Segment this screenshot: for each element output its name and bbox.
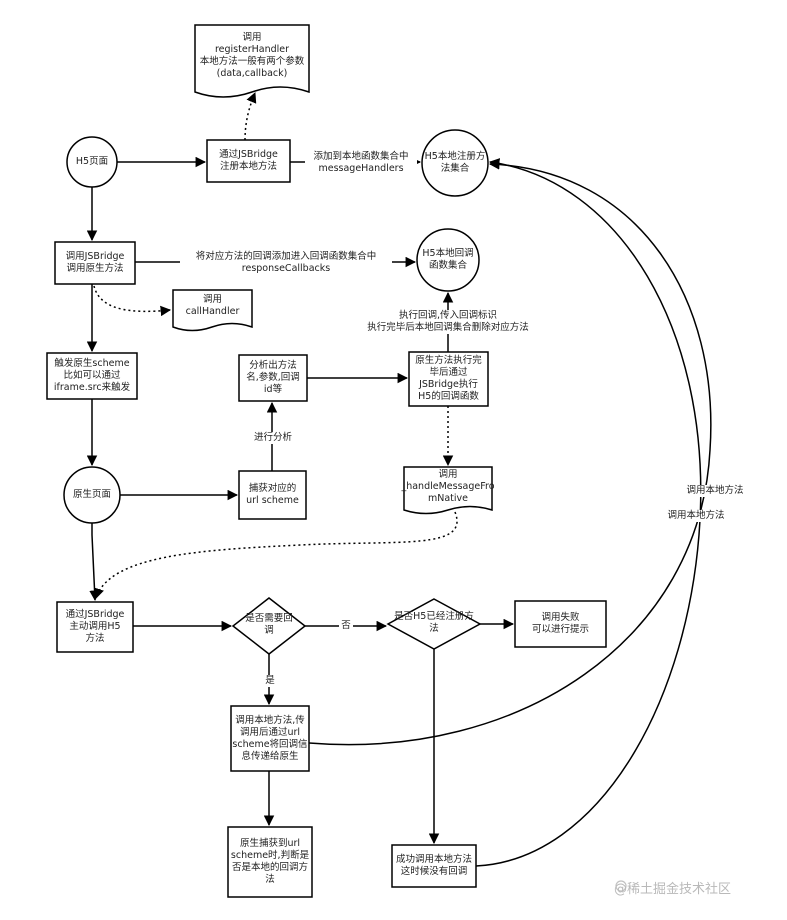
shape-call-failed xyxy=(514,600,607,648)
label-h5-registered-set: H5本地注册方 法集合 xyxy=(424,151,486,174)
edge-label-add-to-handlers: 添加到本地函数集合中 messageHandlers xyxy=(305,151,417,175)
label-native-capture-check: 原生捕获到url scheme时,判断是 否是本地的回调方 法 xyxy=(230,838,310,885)
edge-label-do-analysis: 进行分析 xyxy=(252,432,294,444)
label-capture-scheme: 捕获对应的 url scheme xyxy=(246,483,299,506)
label-doc-callhandler: 调用 callHandler xyxy=(185,294,240,317)
edge-native-page-to-bridge xyxy=(89,523,100,602)
shape-doc-callhandler xyxy=(172,289,253,332)
shape-h5-callback-set xyxy=(416,228,480,292)
label-h5-registered-q: 是否H5已经注册方 法 xyxy=(394,611,474,634)
edge-label-no: 否 xyxy=(339,620,353,632)
label-native-exec: 原生方法执行完 毕后通过 JSBridge执行 H5的回调函数 xyxy=(415,355,482,402)
edge-label-add-to-callbacks: 将对应方法的回调添加进入回调函数集合中 responseCallbacks xyxy=(180,251,392,275)
label-call-local-pass: 调用本地方法,传 调用后通过url scheme将回调信 息传递给原生 xyxy=(232,714,308,762)
watermark-icon xyxy=(615,880,627,892)
shape-h5-registered-set xyxy=(421,129,489,197)
edge-label-yes: 是 xyxy=(263,675,277,687)
label-trigger-scheme: 触发原生scheme 比如可以通过 iframe.src来触发 xyxy=(53,358,131,393)
label-need-callback: 是否需要回 调 xyxy=(245,613,293,636)
label-bridge-call-h5: 通过JSBridge 主动调用H5 方法 xyxy=(65,609,125,644)
shape-bridge-call-h5 xyxy=(56,601,134,653)
edge-doc-to-bridge xyxy=(93,511,458,599)
shape-native-capture-check xyxy=(227,826,313,898)
edge-call-native-to-doc xyxy=(93,285,172,317)
edge-label-call-local-2: 调用本地方法 xyxy=(665,510,727,522)
label-doc-handle-msg: 调用 _handleMessageFro mNative xyxy=(401,469,495,504)
edge-label-exec-callback: 执行回调,传入回调标识 执行完毕后本地回调集合删除对应方法 xyxy=(362,310,534,334)
label-success-no-cb: 成功调用本地方法 这时候没有回调 xyxy=(395,854,472,877)
shape-doc-handle-msg xyxy=(403,466,493,515)
label-call-failed: 调用失败 可以进行提示 xyxy=(531,612,589,635)
shape-register-local xyxy=(206,139,291,183)
shape-call-native xyxy=(54,241,136,285)
label-call-native: 调用JSBridge 调用原生方法 xyxy=(65,251,125,274)
shape-call-local-pass xyxy=(230,705,310,772)
label-doc-register: 调用 registerHandler 本地方法一般有两个参数 (data,cal… xyxy=(199,32,305,79)
edge-register-to-doc xyxy=(244,92,257,141)
edge-call-local-curve xyxy=(308,159,712,746)
label-native-page: 原生页面 xyxy=(72,489,111,500)
label-analyze: 分析出方法 名,参数,回调 id等 xyxy=(246,360,300,395)
watermark-text: @稀土掘金技术社区 xyxy=(614,882,732,897)
label-register-local: 通过JSBridge 注册本地方法 xyxy=(219,149,278,172)
label-h5-callback-set: H5本地回调 函数集合 xyxy=(422,248,474,271)
edge-label-call-local-1: 调用本地方法 xyxy=(684,485,746,497)
shape-doc-register xyxy=(194,24,310,98)
label-h5-page: H5页面 xyxy=(75,156,109,167)
